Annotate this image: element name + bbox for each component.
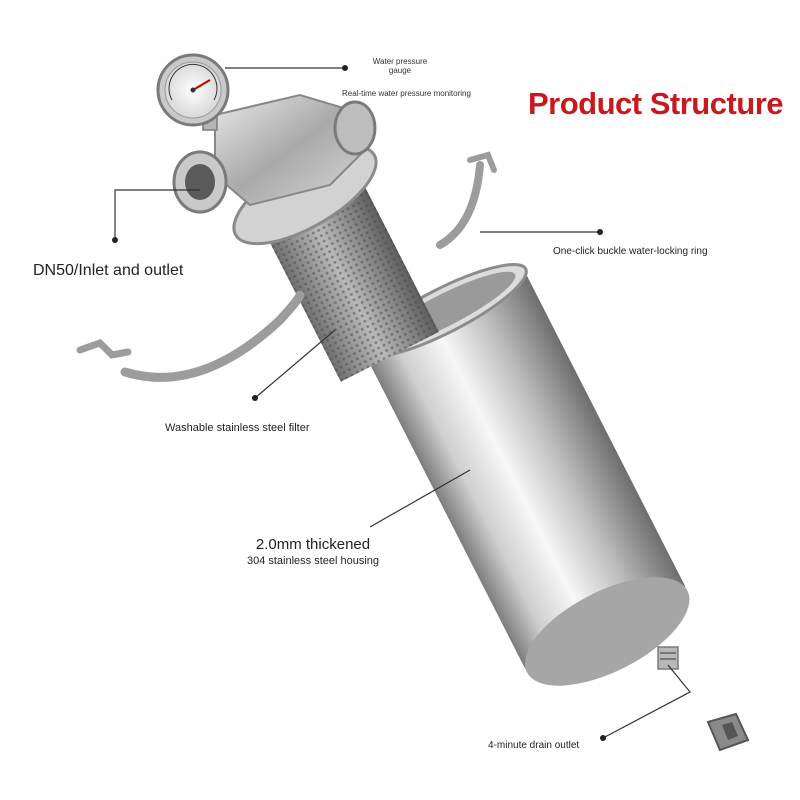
filter-label: Washable stainless steel filter [165,422,310,434]
callout-dots [112,65,606,741]
gauge-description: Real-time water pressure monitoring [342,89,471,98]
gauge-label: Water pressure gauge [362,57,438,75]
drain-plug [706,712,750,752]
housing-label: 2.0mm thickened 304 stainless steel hous… [228,536,398,567]
housing-label-line2: 304 stainless steel housing [246,555,380,567]
gauge-label-line2: gauge [388,66,412,75]
outlet-port [333,100,377,156]
gauge-label-line1: Water pressure [372,57,428,66]
housing-label-line1: 2.0mm thickened [255,536,371,553]
inlet-outlet-label: DN50/Inlet and outlet [33,262,184,279]
ring-label: One-click buckle water-locking ring [553,246,708,257]
drain-outlet [657,646,679,670]
page-title: Product Structure [528,86,784,121]
filter-head [172,93,377,214]
drain-label: 4-minute drain outlet [488,740,580,751]
pressure-gauge [156,53,230,131]
callout-lines [114,67,691,739]
locking-ring-clamp [76,151,497,382]
